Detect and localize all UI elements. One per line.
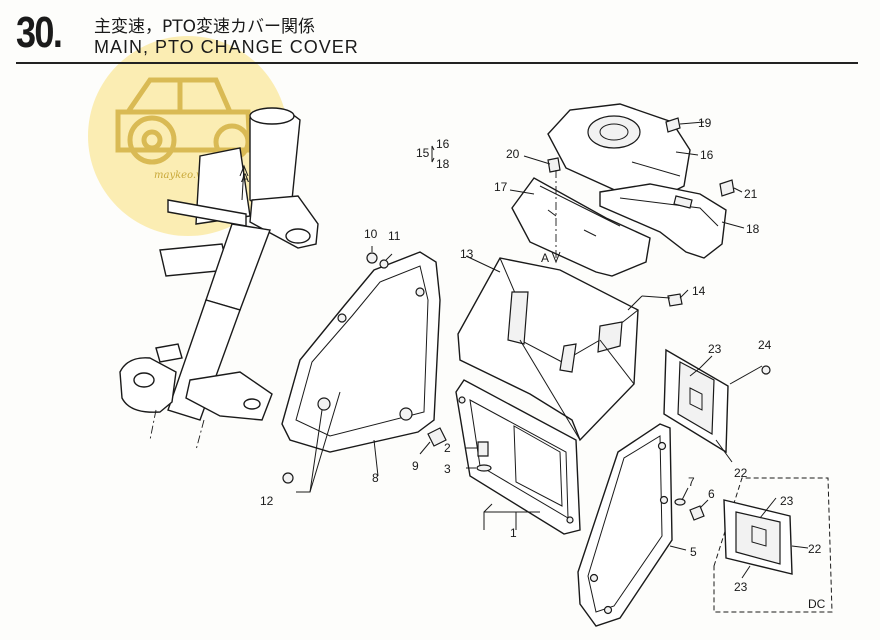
- callout-1: 1: [510, 526, 517, 540]
- callout-24: 24: [758, 338, 772, 352]
- watermark-text: maykeo.vn: [154, 170, 209, 181]
- view-marker-a-center: A: [541, 251, 549, 265]
- part-9-bushing: [427, 427, 447, 447]
- section-number: 30.: [16, 8, 63, 57]
- callout-10: 10: [364, 227, 378, 241]
- part-5-side-plate: [577, 423, 673, 627]
- page-header: 30. 主変速，PTO変速カバー関係 MAIN, PTO CHANGE COVE…: [0, 0, 880, 70]
- callout-23-dc-upper: 23: [780, 494, 794, 508]
- callout-3: 3: [444, 462, 451, 476]
- callout-7: 7: [688, 475, 695, 489]
- part-10-bolt: [366, 252, 378, 264]
- callout-9: 9: [412, 459, 419, 473]
- callout-12: 12: [260, 494, 274, 508]
- part-21-bolt: [719, 179, 735, 197]
- callout-21: 21: [744, 187, 758, 201]
- callout-6: 6: [708, 487, 715, 501]
- part-14-bolt: [667, 293, 683, 307]
- callout-22: 22: [734, 466, 748, 480]
- callout-13: 13: [460, 247, 474, 261]
- part-12-bolt: [282, 472, 294, 484]
- part-3-washer: [476, 464, 492, 472]
- steering-column-assembly: [119, 107, 319, 451]
- callout-8: 8: [372, 471, 379, 485]
- part-19-bolt: [665, 117, 681, 133]
- part-1-lower-cover-frame: [455, 379, 581, 535]
- callout-16: 16: [700, 148, 714, 162]
- callout-15: 15: [416, 146, 430, 160]
- callout-20: 20: [506, 147, 520, 161]
- fastener-group: [282, 117, 771, 521]
- part-16-pto-cover: [547, 103, 691, 199]
- part-7-washer: [674, 498, 686, 506]
- part-22-plate-upper: [663, 348, 729, 454]
- part-20-bolt: [547, 157, 561, 173]
- callout-2: 2: [444, 441, 451, 455]
- callout-14: 14: [692, 284, 706, 298]
- header-rule: [16, 62, 858, 64]
- callout-18-ref: 18: [436, 157, 450, 171]
- tractor-icon: [115, 77, 253, 165]
- callout-22-dc: 22: [808, 542, 822, 556]
- callout-labels: 1 2 3 5 6 7 8 9 10 11 12 13 14 15 16 18 …: [260, 116, 822, 594]
- dc-variant-box: [713, 477, 833, 613]
- dc-variant-label: DC: [808, 597, 826, 611]
- part-13-center-housing: [457, 257, 639, 442]
- part-6-bolt: [689, 505, 705, 521]
- callout-11: 11: [388, 229, 401, 243]
- callout-18: 18: [746, 222, 760, 236]
- title-japanese: 主変速，PTO変速カバー関係: [94, 17, 316, 37]
- callout-16-ref: 16: [436, 137, 450, 151]
- callout-23-dc-lower: 23: [734, 580, 748, 594]
- callout-17: 17: [494, 180, 508, 194]
- part-11-washer: [379, 259, 389, 269]
- part-18-cover-wing: [599, 183, 727, 259]
- part-8-side-cover: [281, 251, 441, 453]
- part-2-bolt: [477, 441, 489, 457]
- callout-19: 19: [698, 116, 712, 130]
- view-marker-a-left: A: [241, 171, 249, 185]
- callout-23-upper: 23: [708, 342, 722, 356]
- leader-lines: [296, 121, 809, 579]
- title-english: MAIN, PTO CHANGE COVER: [94, 37, 359, 57]
- callout-5: 5: [690, 545, 697, 559]
- part-24-bolt: [761, 365, 771, 375]
